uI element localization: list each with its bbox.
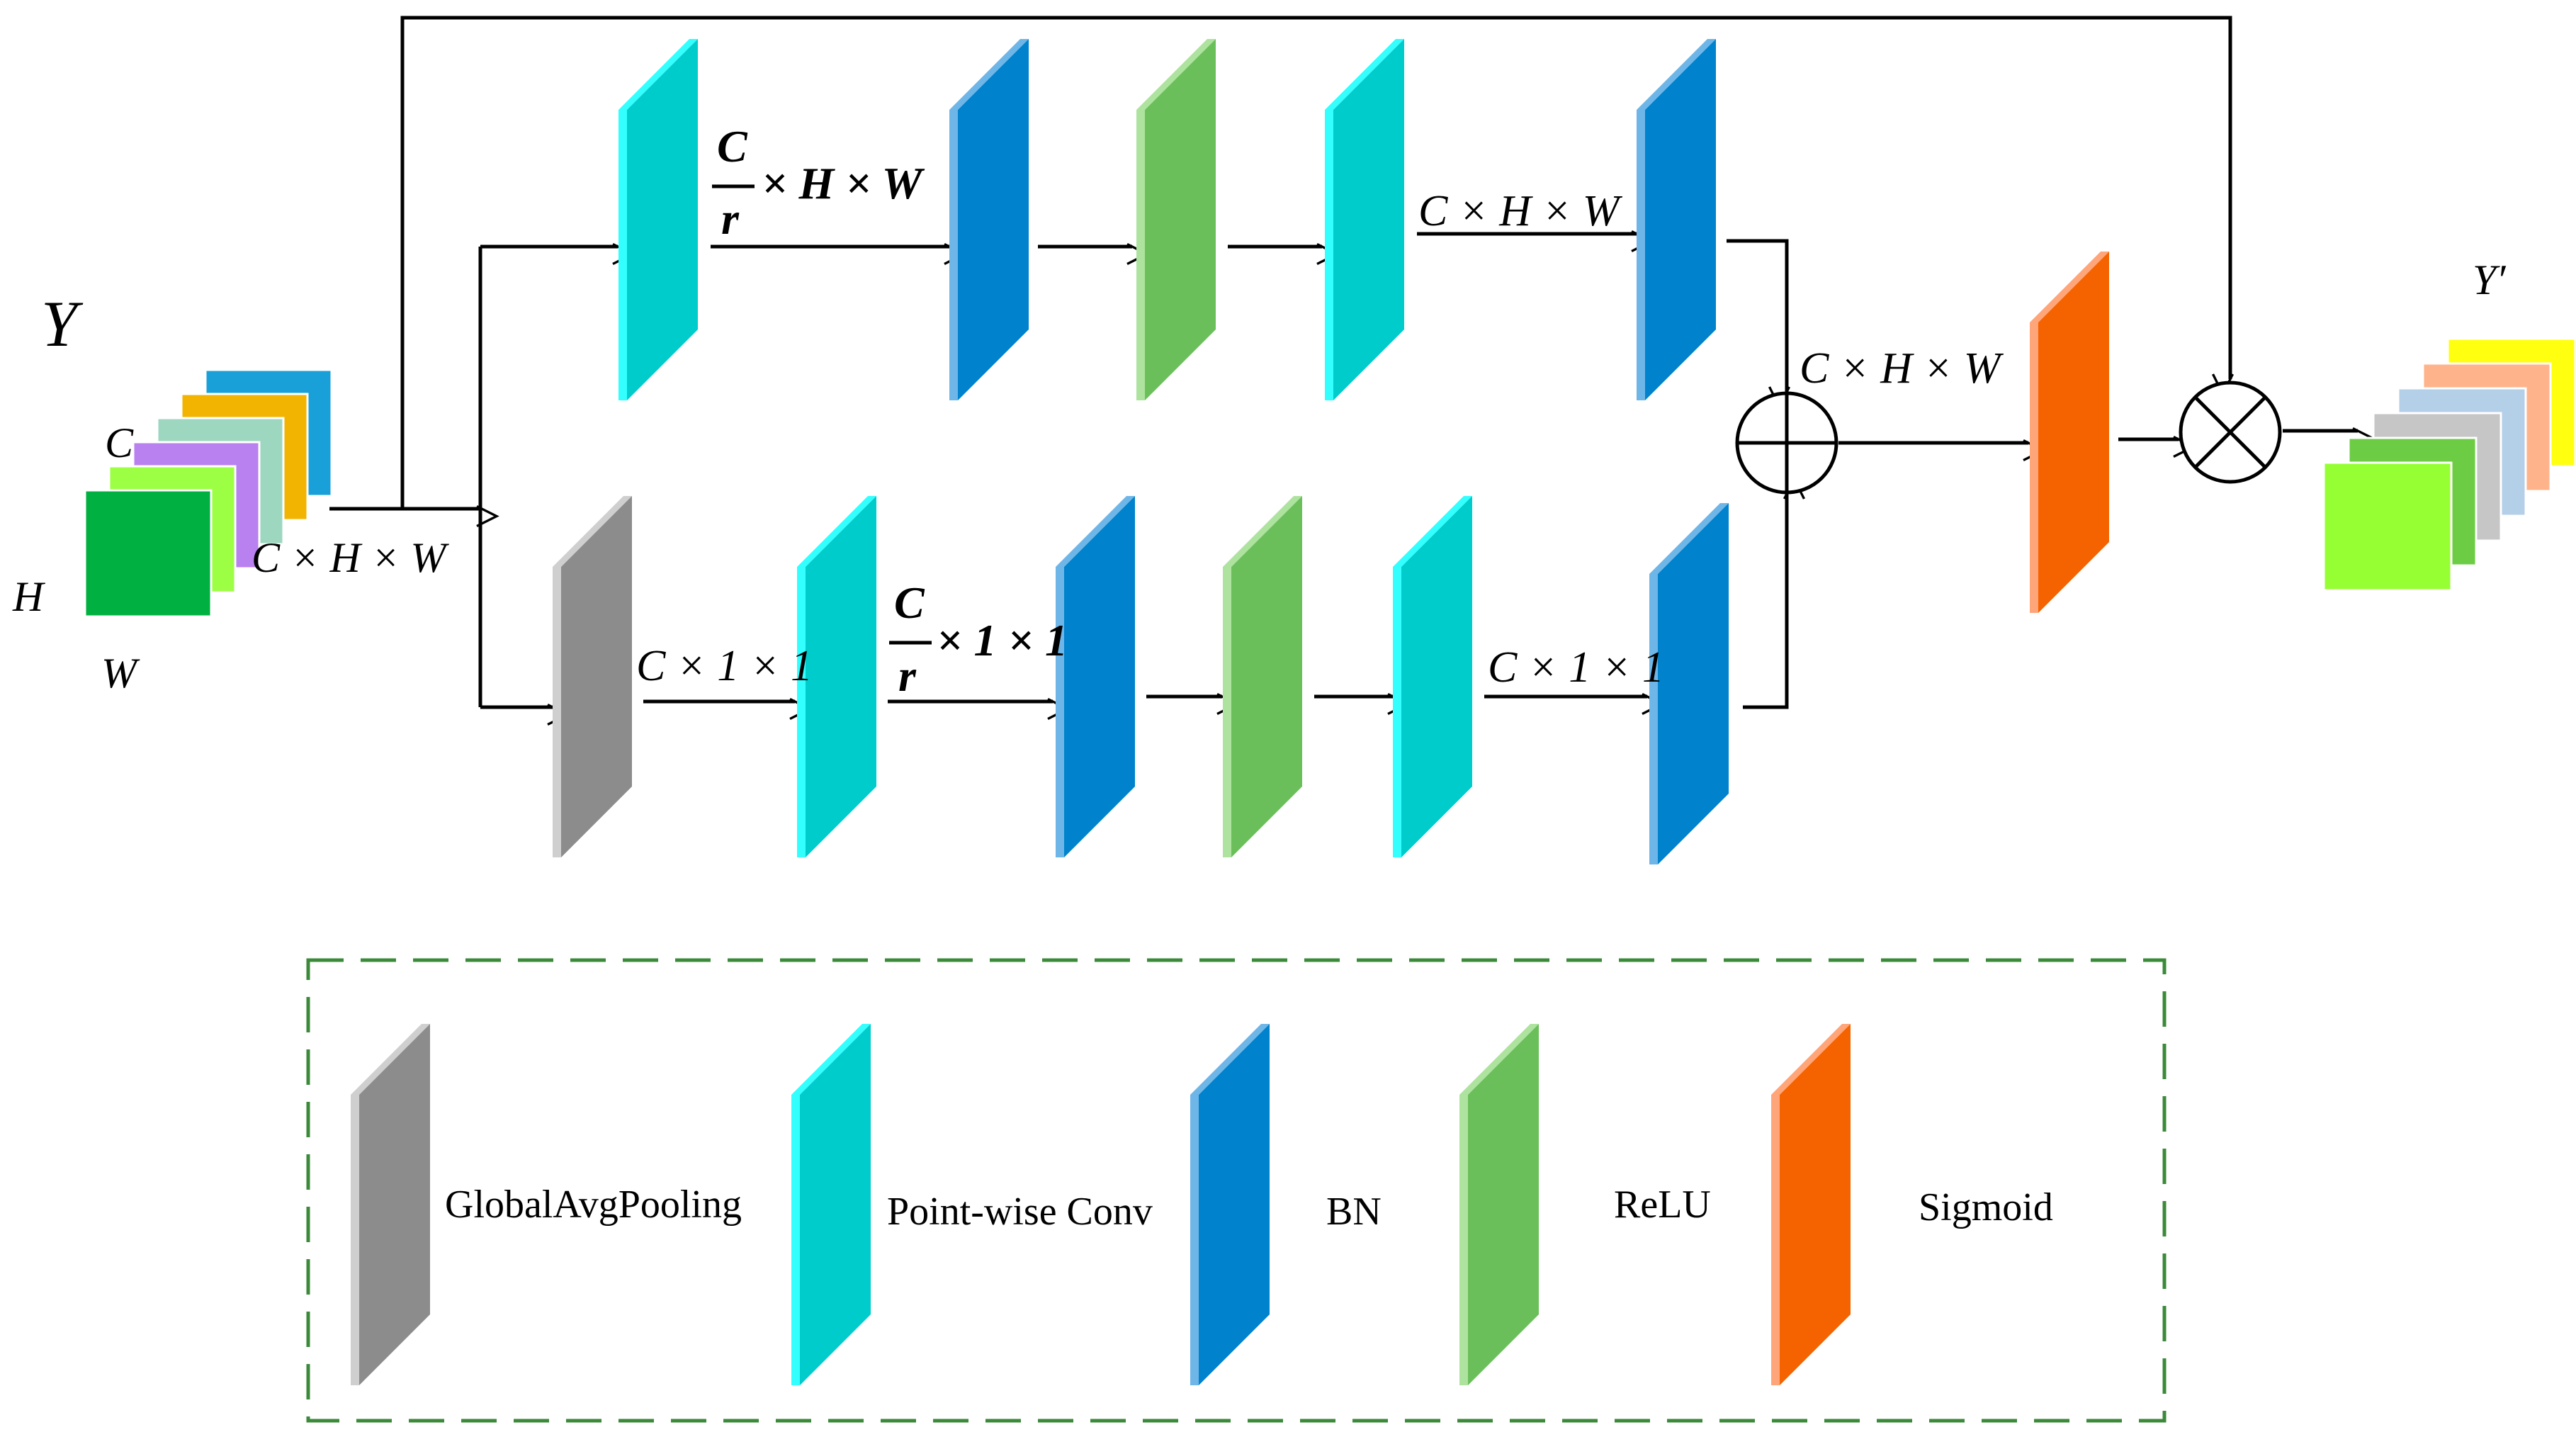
input-size-label: C × H × W <box>252 534 449 581</box>
top-reduce-rest: × H × W <box>762 158 925 208</box>
bottom-pointwise-conv-2 <box>1393 496 1472 857</box>
input-label: Y <box>41 288 84 360</box>
input-dim-w: W <box>101 650 140 697</box>
bottom-output-size: C × 1 × 1 <box>1488 643 1664 692</box>
bot-reduce-numerator: C <box>894 577 925 628</box>
top-bn-2 <box>1637 39 1716 400</box>
sigmoid-block <box>2030 252 2109 613</box>
top-reduce-denominator: r <box>721 193 740 244</box>
bottom-bn-1 <box>1056 496 1135 857</box>
legend-swatch-bn <box>1190 1024 1270 1385</box>
connections <box>329 16 2376 726</box>
bot-reduce-rest: × 1 × 1 <box>937 615 1068 665</box>
add-operator <box>1735 391 1838 495</box>
bottom-global-avg-pool <box>553 496 632 857</box>
sum-output-size: C × H × W <box>1800 344 2004 393</box>
input-dim-h: H <box>12 573 46 620</box>
layer-blocks <box>553 39 2109 864</box>
input-slice-5 <box>84 489 213 618</box>
legend-swatch-conv <box>791 1024 871 1385</box>
bottom-pool-size: C × 1 × 1 <box>636 642 813 690</box>
legend-swatches <box>351 1024 1851 1385</box>
legend-label-sigmoid: Sigmoid <box>1919 1185 2053 1229</box>
output-slice-5 <box>2322 461 2453 592</box>
legend-label-relu: ReLU <box>1614 1183 1711 1227</box>
bottom-relu <box>1223 496 1302 857</box>
top-relu <box>1136 39 1216 400</box>
top-output-size: C × H × W <box>1418 187 1623 235</box>
top-to-add <box>1727 239 1791 410</box>
legend-swatch-sigmoid <box>1771 1024 1851 1385</box>
output-feature-stack <box>2322 337 2576 592</box>
top-bn-1 <box>949 39 1029 400</box>
bottom-pointwise-conv-1 <box>797 496 876 857</box>
multiply-operator <box>2179 381 2282 484</box>
legend-label-conv: Point-wise Conv <box>887 1190 1153 1234</box>
bottom-bn-2 <box>1649 503 1729 864</box>
output-label: Y′ <box>2473 257 2506 303</box>
legend-label-pool: GlobalAvgPooling <box>445 1183 742 1227</box>
input-dim-c: C <box>105 419 134 466</box>
legend-swatch-relu <box>1459 1024 1539 1385</box>
top-pointwise-conv-1 <box>618 39 698 400</box>
top-reduce-numerator: C <box>717 121 748 171</box>
bot-to-add <box>1743 476 1806 709</box>
skip-connection <box>400 16 2235 509</box>
input-feature-stack <box>84 368 333 618</box>
legend-swatch-pool <box>351 1024 430 1385</box>
bot-reduce-denominator: r <box>898 650 917 701</box>
legend-label-bn: BN <box>1326 1190 1382 1234</box>
top-pointwise-conv-2 <box>1325 39 1404 400</box>
